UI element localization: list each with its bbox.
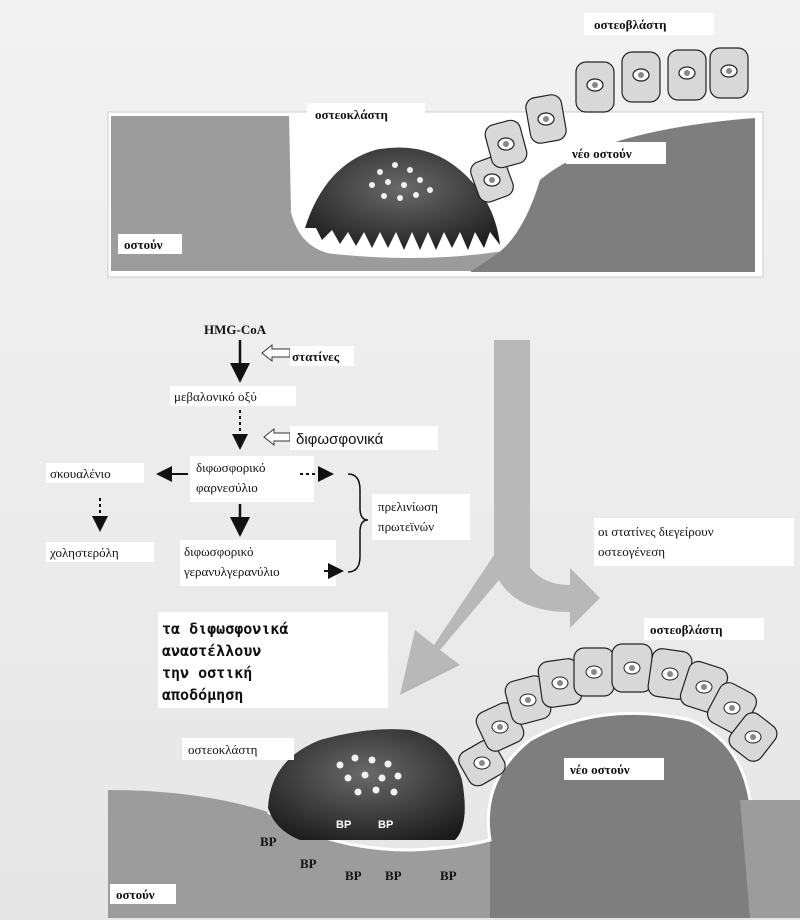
mevalonate-label: μεβαλονικό οξύ xyxy=(174,389,257,404)
bone-bp-3: BP xyxy=(345,868,362,883)
big-arrow-stem xyxy=(494,340,530,570)
top-osteoblast-label: οστεοβλάστη xyxy=(594,17,667,32)
bottom-osteoclast-bp-2: BP xyxy=(378,819,393,831)
prenylation-label-line1: πρελινίωση xyxy=(378,499,438,514)
hmg-coa-label: HMG-CoA xyxy=(204,322,267,337)
bisphosphonate-note: τα διφωσφονικά αναστέλλουν την οστική απ… xyxy=(158,612,388,708)
bottom-osteoclast-bp-1: BP xyxy=(336,819,351,831)
top-osteoclast-label: οστεοκλάστη xyxy=(315,107,388,122)
bisphosphonate-note-line3: την οστική xyxy=(162,664,252,682)
statin-note-line2: οστεογένεση xyxy=(598,544,665,559)
bone-bp-1: BP xyxy=(260,834,277,849)
bottom-bone-label: οστούν xyxy=(116,887,155,902)
fpp-label-line1: διφωσφορικό xyxy=(196,460,265,475)
cholesterol-label: χοληστερόλη xyxy=(49,545,119,560)
bone-bp-5: BP xyxy=(440,868,457,883)
bone-bp-4: BP xyxy=(385,868,402,883)
bottom-osteoclast-label: οστεοκλάστη xyxy=(188,742,258,757)
fpp-label-line2: φαρνεσύλιο xyxy=(196,480,258,495)
top-bone-label: οστούν xyxy=(124,237,163,252)
ggpp-label-line2: γερανυλγερανύλιο xyxy=(183,564,280,579)
bisphosphonate-note-line1: τα διφωσφονικά xyxy=(162,620,288,638)
statins-label: στατίνες xyxy=(292,349,340,364)
bone-bp-2: BP xyxy=(300,856,317,871)
prenylation-label-line2: πρωτεϊνών xyxy=(378,519,434,534)
bottom-osteoblast-label: οστεοβλάστη xyxy=(650,622,723,637)
statin-note-line1: οι στατίνες διεγείρουν xyxy=(598,524,714,539)
statin-note: οι στατίνες διεγείρουν οστεογένεση xyxy=(594,518,794,566)
bottom-new-bone-label: νέο οστούν xyxy=(569,762,630,777)
bisphosphonate-note-line4: αποδόμηση xyxy=(162,686,243,704)
bottom-bone-right xyxy=(740,800,800,918)
squalene-label: σκουαλένιο xyxy=(50,466,111,481)
bottom-new-bone xyxy=(488,713,760,918)
bisphosphonates-label: διφωσφονικά xyxy=(296,431,384,448)
bisphosphonate-note-line2: αναστέλλουν xyxy=(162,642,261,660)
ggpp-label-line1: διφωσφορικό xyxy=(184,544,253,559)
top-new-bone-label: νέο οστούν xyxy=(571,146,632,161)
